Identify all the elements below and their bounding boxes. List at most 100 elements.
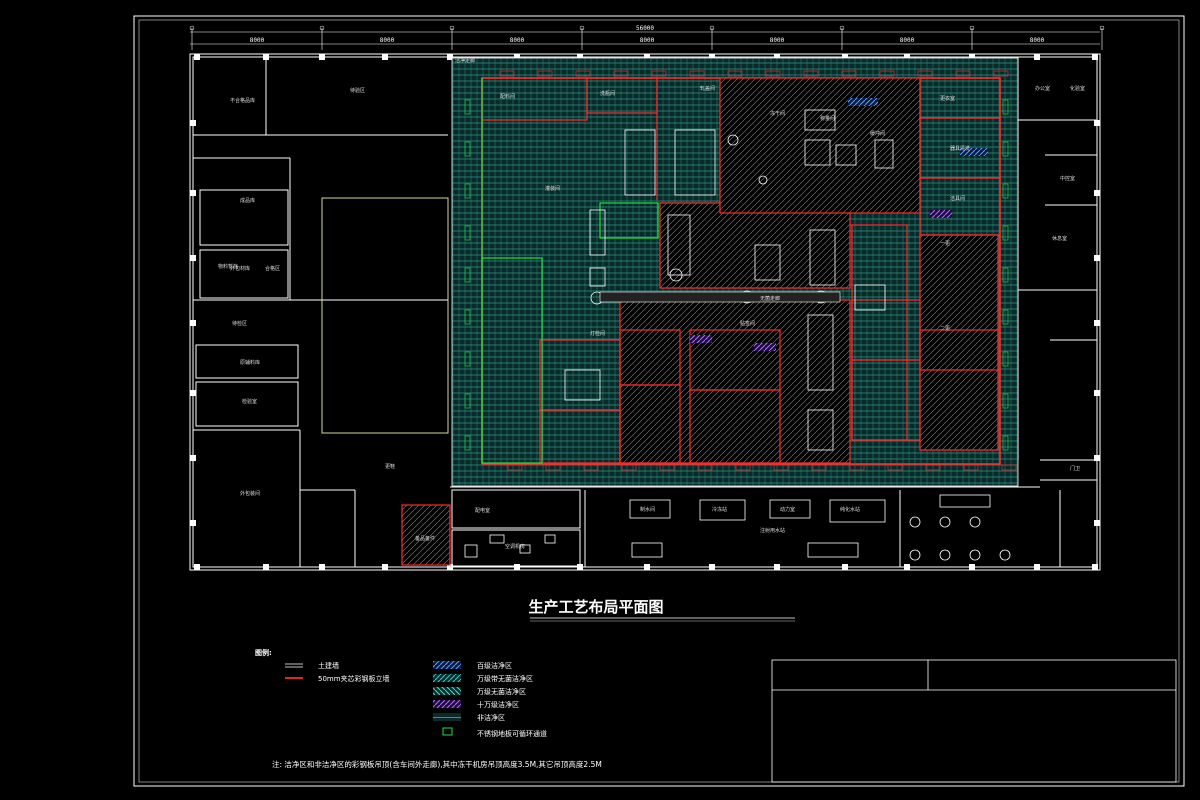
- room-label: 空调机房: [505, 543, 525, 550]
- column: [1034, 54, 1040, 60]
- dimension-chip: [464, 267, 471, 283]
- dimension-chip: [1001, 464, 1017, 471]
- column: [904, 54, 910, 60]
- room-label: 灯检间: [590, 330, 605, 337]
- legend-swatch-class100: [433, 661, 461, 669]
- dimension-chip: [464, 99, 471, 115]
- column: [1094, 190, 1100, 196]
- room-label: 配料间: [500, 93, 515, 100]
- axis-bubble: [319, 25, 325, 31]
- room-label: 物料暂存: [218, 263, 238, 270]
- legend: 图例: 土建墙 50mm夹芯彩钢板立墙 百级洁净区 万级带无菌洁净区 万级无菌洁…: [255, 648, 547, 738]
- column: [190, 190, 196, 196]
- legend-zone-label: 万级带无菌洁净区: [477, 674, 533, 683]
- column: [447, 564, 453, 570]
- drawing-title: 生产工艺布局平面图: [528, 598, 663, 616]
- column: [774, 564, 780, 570]
- column: [194, 54, 200, 60]
- room-label: 不合格品库: [230, 97, 255, 104]
- bay-dimension-label: 8000: [640, 37, 655, 44]
- room-label: 成品库: [240, 197, 255, 204]
- column: [709, 564, 715, 570]
- room-label: 制水间: [640, 506, 655, 513]
- room-label: 无菌走廊: [760, 295, 780, 302]
- column: [842, 564, 848, 570]
- room-label: 外包装间: [240, 490, 260, 497]
- dimension-chip: [887, 464, 903, 471]
- column: [190, 455, 196, 461]
- bay-dimension-label: 8000: [510, 37, 525, 44]
- dimension-chip: [955, 70, 971, 77]
- legend-swatch-non-clean: [433, 713, 461, 721]
- dimension-chip: [464, 225, 471, 241]
- column: [969, 54, 975, 60]
- column: [842, 54, 848, 60]
- column: [190, 390, 196, 396]
- dimension-chip: [583, 464, 599, 471]
- room-label: 待检区: [232, 320, 247, 327]
- dimension-chip: [537, 70, 553, 77]
- column: [190, 120, 196, 126]
- room-label: 注射用水站: [760, 527, 785, 534]
- room-label: 门卫: [1070, 465, 1080, 472]
- column: [1092, 54, 1098, 60]
- dimension-chip: [697, 464, 713, 471]
- column: [709, 54, 715, 60]
- dimension-chip: [1002, 141, 1009, 157]
- dimension-chip: [1002, 435, 1009, 451]
- axis-bubble: [969, 25, 975, 31]
- column: [263, 54, 269, 60]
- legend-heading: 图例:: [255, 648, 272, 657]
- column: [190, 520, 196, 526]
- room-labels: 不合格品库待验区成品库外包材库物料暂存合格区待检区原辅料库检验室外包装间更鞋备品…: [218, 85, 1085, 550]
- dimension-chip: [464, 393, 471, 409]
- room-label: 休息室: [1052, 235, 1067, 242]
- dimension-chip: [735, 464, 751, 471]
- room-label: 洁具间: [950, 195, 965, 202]
- room-label: 一更: [940, 241, 950, 247]
- dimension-chip: [1002, 225, 1009, 241]
- room-label: 备品备件: [415, 535, 435, 542]
- room-label: 检验室: [242, 398, 257, 405]
- room-label: 称量间: [820, 115, 835, 122]
- dimension-chip: [1002, 99, 1009, 115]
- column: [382, 54, 388, 60]
- dimension-chip: [925, 464, 941, 471]
- dimension-chip: [963, 464, 979, 471]
- legend-item-label: 50mm夹芯彩钢板立墙: [318, 674, 390, 683]
- dimension-chip: [773, 464, 789, 471]
- dimension-chip: [613, 70, 629, 77]
- axis-bubble: [579, 25, 585, 31]
- column: [969, 564, 975, 570]
- dimension-chip: [917, 70, 933, 77]
- room-label: 冷冻站: [712, 506, 727, 513]
- column: [577, 564, 583, 570]
- column: [644, 54, 650, 60]
- dimension-chip: [464, 435, 471, 451]
- column: [1094, 390, 1100, 396]
- column: [1094, 520, 1100, 526]
- bay-dimension-label: 8000: [1030, 37, 1045, 44]
- dimension-chip: [689, 70, 705, 77]
- axis-bubble: [709, 25, 715, 31]
- sheet-border-outer: [133, 15, 1185, 787]
- legend-zone-label: 万级无菌洁净区: [477, 687, 526, 696]
- dimension-chip: [1002, 183, 1009, 199]
- column: [447, 54, 453, 60]
- axis-bubble: [449, 25, 455, 31]
- room-label: 外包材库: [230, 265, 250, 272]
- overall-dimension-label: 56000: [636, 25, 654, 32]
- room-label: 轧盖间: [700, 85, 715, 92]
- room-label: 缓冲间: [870, 130, 885, 137]
- room-label: 纯化水站: [840, 506, 860, 513]
- corridor-label: 洁净走廊: [455, 57, 475, 64]
- column: [190, 255, 196, 261]
- axis-bubble: [1099, 25, 1105, 31]
- axis-bubble: [839, 25, 845, 31]
- dimension-chip: [849, 464, 865, 471]
- legend-zone-label: 不锈钢地板可循环通道: [477, 729, 547, 738]
- column: [1094, 120, 1100, 126]
- structural-columns: [190, 54, 1100, 570]
- room-label: 待验区: [350, 87, 365, 94]
